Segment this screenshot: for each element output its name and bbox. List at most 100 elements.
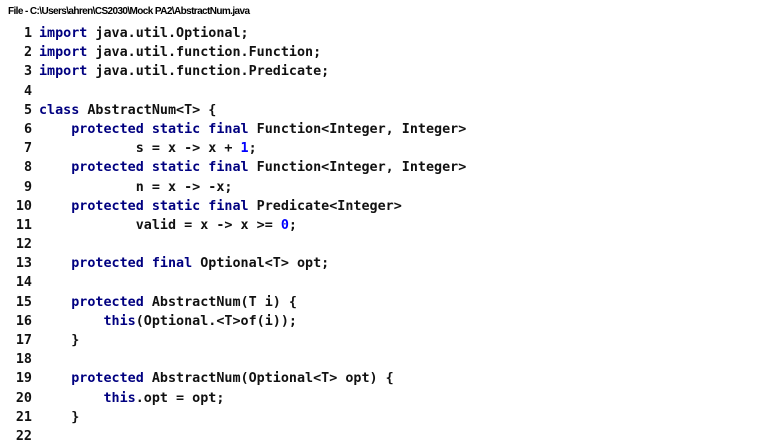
code-token: Function<Integer, Integer>	[248, 121, 467, 137]
code-token: Function<Integer, Integer>	[248, 160, 467, 176]
line-number: 9	[23, 179, 32, 195]
keyword-token: protected	[71, 371, 144, 387]
code-token: }	[39, 333, 80, 348]
code-line[interactable]: 10 protected static final Predicate<Inte…	[0, 197, 466, 216]
line-text: this(Optional.<T>of(i));	[39, 312, 298, 331]
keyword-token: protected static final	[71, 198, 249, 214]
code-token: }	[39, 409, 80, 425]
line-number: 11	[15, 217, 32, 233]
line-text: import java.util.function.Function;	[39, 43, 321, 62]
code-token	[39, 122, 71, 137]
code-token	[39, 371, 71, 386]
code-line[interactable]: 22	[0, 427, 466, 446]
keyword-token: import	[39, 64, 88, 80]
code-token: valid = x -> x >=	[39, 217, 281, 233]
keyword-token: this	[103, 313, 136, 329]
line-number: 5	[23, 102, 32, 118]
line-number: 22	[15, 428, 32, 444]
code-line[interactable]: 2 import java.util.function.Function;	[0, 43, 466, 62]
line-text: }	[39, 331, 79, 350]
keyword-token: import	[39, 26, 88, 41]
line-number: 14	[15, 275, 32, 291]
line-number: 2	[23, 45, 32, 61]
line-text: valid = x -> x >= 0;	[39, 216, 297, 235]
line-text: n = x -> -x;	[39, 178, 233, 197]
code-line[interactable]: 13 protected final Optional<T> opt;	[0, 254, 466, 273]
code-token: ;	[288, 217, 297, 233]
line-number: 17	[15, 333, 32, 348]
code-line[interactable]: 3 import java.util.function.Predicate;	[0, 62, 466, 81]
code-token: n = x -> -x;	[39, 179, 233, 195]
code-token: Predicate<Integer>	[248, 198, 402, 214]
code-line[interactable]: 16 this(Optional.<T>of(i));	[0, 312, 466, 331]
line-number: 10	[15, 198, 32, 214]
code-line[interactable]: 4	[0, 82, 466, 101]
file-path-title: File - C:\Users\ahren\CS2030\Mock PA2\Ab…	[8, 6, 250, 17]
line-text: }	[39, 408, 79, 427]
line-text: import java.util.function.Predicate;	[39, 62, 329, 81]
line-number: 13	[15, 256, 32, 272]
code-token: java.util.function.Predicate;	[87, 64, 330, 80]
keyword-token: protected static final	[71, 160, 249, 176]
line-text: protected static final Function<Integer,…	[39, 158, 466, 177]
code-token: AbstractNum<T> {	[79, 102, 217, 118]
line-number: 4	[23, 83, 32, 99]
line-number: 21	[15, 409, 32, 425]
code-token	[39, 391, 104, 406]
line-text: protected static final Function<Integer,…	[39, 120, 466, 139]
line-text: import java.util.Optional;	[39, 24, 249, 43]
code-line[interactable]: 12	[0, 235, 466, 254]
code-line[interactable]: 1 import java.util.Optional;	[0, 24, 466, 43]
code-line[interactable]: 14	[0, 273, 466, 292]
code-line[interactable]: 20 this.opt = opt;	[0, 389, 466, 408]
code-line[interactable]: 18	[0, 350, 466, 369]
code-line[interactable]: 6 protected static final Function<Intege…	[0, 120, 466, 139]
line-number: 15	[15, 294, 32, 310]
code-editor[interactable]: 1 import java.util.Optional; 2 import java.…	[0, 24, 466, 446]
code-line[interactable]: 7 s = x -> x + 1;	[0, 139, 466, 158]
line-number: 3	[23, 64, 32, 80]
line-number: 7	[23, 141, 32, 157]
code-token: AbstractNum(T i) {	[143, 294, 297, 310]
line-number: 1	[23, 26, 32, 41]
code-line[interactable]: 9 n = x -> -x;	[0, 178, 466, 197]
code-line[interactable]: 21 }	[0, 408, 466, 427]
code-token	[39, 256, 71, 271]
line-text: protected AbstractNum(Optional<T> opt) {	[39, 369, 394, 388]
code-token: java.util.function.Function;	[87, 45, 322, 61]
line-number: 6	[23, 121, 32, 137]
line-number: 18	[15, 352, 32, 368]
keyword-token: protected	[71, 294, 144, 310]
code-token	[39, 314, 104, 329]
number-literal: 1	[240, 141, 249, 157]
code-token: .opt = opt;	[135, 390, 225, 406]
line-text: protected final Optional<T> opt;	[39, 254, 329, 273]
keyword-token: this	[103, 390, 136, 406]
line-text: protected static final Predicate<Integer…	[39, 197, 402, 216]
line-number: 8	[23, 160, 32, 176]
code-token	[39, 295, 71, 310]
keyword-token: protected static final	[71, 121, 249, 137]
code-line[interactable]: 15 protected AbstractNum(T i) {	[0, 293, 466, 312]
line-number: 20	[15, 390, 32, 406]
code-token: Optional<T> opt;	[192, 256, 330, 272]
code-token: AbstractNum(Optional<T> opt) {	[143, 371, 394, 387]
code-line[interactable]: 17 }	[0, 331, 466, 350]
keyword-token: class	[39, 102, 80, 118]
code-line[interactable]: 11 valid = x -> x >= 0;	[0, 216, 466, 235]
line-text: class AbstractNum<T> {	[39, 101, 216, 120]
line-text: s = x -> x + 1;	[39, 139, 257, 158]
code-token	[39, 160, 71, 175]
line-text: this.opt = opt;	[39, 389, 225, 408]
code-token: java.util.Optional;	[87, 26, 249, 41]
code-token: (Optional.<T>of(i));	[135, 313, 297, 329]
line-number: 16	[15, 313, 32, 329]
line-number: 12	[15, 237, 32, 253]
keyword-token: protected final	[71, 256, 193, 272]
keyword-token: import	[39, 45, 88, 61]
line-text: protected AbstractNum(T i) {	[39, 293, 297, 312]
code-line[interactable]: 8 protected static final Function<Intege…	[0, 158, 466, 177]
code-line[interactable]: 19 protected AbstractNum(Optional<T> opt…	[0, 369, 466, 388]
number-literal: 0	[280, 217, 289, 233]
code-line[interactable]: 5 class AbstractNum<T> {	[0, 101, 466, 120]
